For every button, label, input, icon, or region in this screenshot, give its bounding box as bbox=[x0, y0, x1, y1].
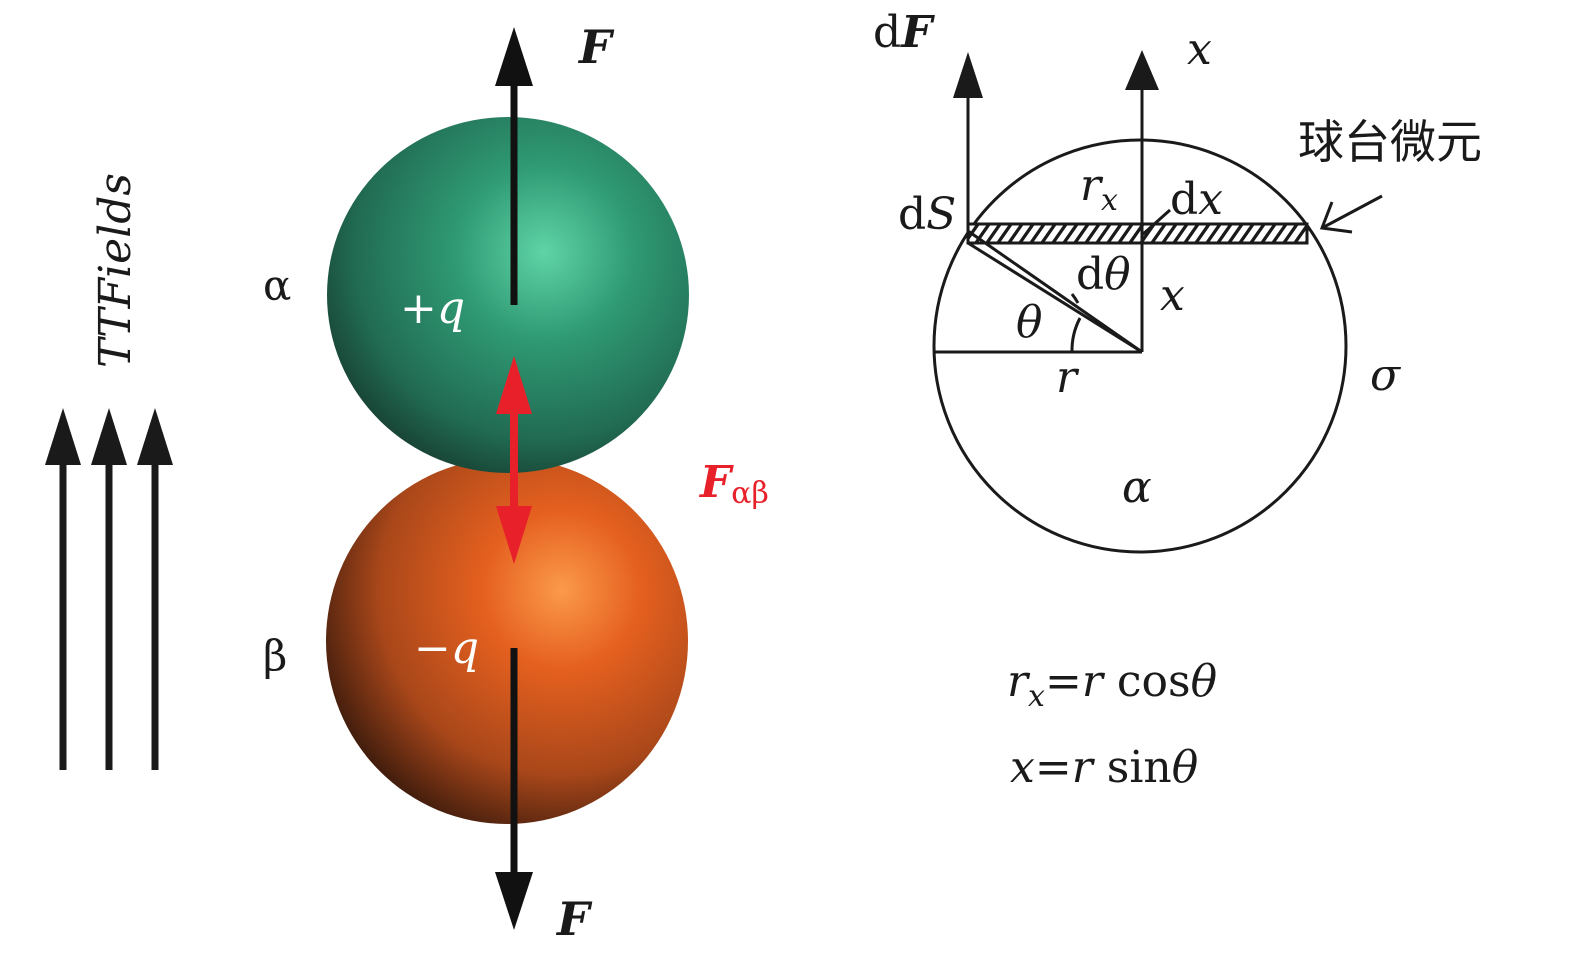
element-label: 球台微元 bbox=[1298, 115, 1482, 169]
theta-arc bbox=[1070, 317, 1082, 353]
x-axis-label: x bbox=[1187, 24, 1212, 75]
eq1-eq: = bbox=[1045, 656, 1082, 707]
force-label-bottom: F bbox=[555, 892, 593, 946]
force-arrow-bottom bbox=[495, 648, 533, 930]
charge-positive: +q bbox=[400, 283, 465, 334]
radius-line-1 bbox=[967, 229, 1143, 354]
force-label-alpha-beta-main: F bbox=[698, 457, 734, 508]
force-label-top: F bbox=[577, 20, 615, 74]
label-beta: β bbox=[263, 631, 287, 680]
eq1-r2: r bbox=[1082, 656, 1106, 707]
theta-label: θ bbox=[1016, 297, 1043, 348]
df-label: dF bbox=[873, 7, 935, 58]
df-label-d: d bbox=[873, 7, 901, 58]
r-label: r bbox=[1056, 352, 1080, 403]
field-arrow-3 bbox=[137, 408, 173, 770]
rx-label-sub: x bbox=[1101, 183, 1118, 218]
eq1-fn: cos bbox=[1103, 656, 1191, 707]
eq1-r: r bbox=[1007, 656, 1031, 707]
dx-label-d: d bbox=[1170, 174, 1198, 225]
ds-label: dS bbox=[898, 189, 956, 240]
force-label-alpha-beta-sub: αβ bbox=[731, 476, 769, 511]
dtheta-label: dθ bbox=[1076, 249, 1131, 300]
df-label-f: F bbox=[899, 7, 935, 58]
ds-label-d: d bbox=[898, 189, 926, 240]
rx-label-r: r bbox=[1080, 160, 1104, 211]
eq2-eq: = bbox=[1035, 742, 1072, 793]
force-arrow-top bbox=[495, 27, 533, 305]
sigma-label: σ bbox=[1370, 350, 1402, 401]
alpha-phase-label: α bbox=[1122, 462, 1152, 513]
dx-label-x: x bbox=[1198, 174, 1223, 225]
rx-label: rx bbox=[1080, 160, 1118, 218]
sphere-beta bbox=[326, 458, 688, 824]
left-panel: TTFields F F Fαβ α β +q −q bbox=[45, 20, 769, 946]
dtheta-label-d: d bbox=[1076, 249, 1104, 300]
x-height-label: x bbox=[1160, 270, 1185, 321]
dtheta-arc bbox=[1070, 293, 1080, 304]
ds-label-s: S bbox=[926, 189, 956, 240]
right-panel: dF x 球台微元 dS rx dx bbox=[873, 7, 1482, 793]
eq2-x: x bbox=[1010, 742, 1035, 793]
eq1-theta: θ bbox=[1191, 656, 1218, 707]
force-label-alpha-beta: Fαβ bbox=[698, 457, 769, 511]
dx-leader bbox=[1141, 208, 1171, 237]
eq2-r: r bbox=[1072, 742, 1096, 793]
equation-x: x=r sinθ bbox=[1010, 742, 1198, 793]
force-arrow-alpha-beta bbox=[496, 356, 532, 564]
charge-negative: −q bbox=[414, 623, 479, 674]
field-arrow-2 bbox=[91, 408, 127, 770]
df-arrow bbox=[953, 52, 983, 232]
dtheta-label-theta: θ bbox=[1104, 249, 1131, 300]
sphere-alpha bbox=[327, 117, 689, 473]
eq1-sub: x bbox=[1028, 679, 1045, 714]
label-alpha: α bbox=[263, 261, 291, 310]
field-label: TTFields bbox=[90, 173, 141, 368]
eq2-theta: θ bbox=[1172, 742, 1199, 793]
frustum-element bbox=[966, 222, 1309, 245]
equation-rx: rx=r cosθ bbox=[1007, 656, 1217, 714]
sphere-section-circle bbox=[932, 138, 1348, 554]
element-pointer bbox=[1319, 194, 1383, 234]
eq2-fn: sin bbox=[1093, 742, 1172, 793]
field-arrows bbox=[45, 408, 173, 770]
field-arrow-1 bbox=[45, 408, 81, 770]
radius-line-2 bbox=[967, 241, 1143, 354]
x-axis-arrow bbox=[1125, 50, 1159, 352]
dx-label: dx bbox=[1170, 174, 1223, 225]
